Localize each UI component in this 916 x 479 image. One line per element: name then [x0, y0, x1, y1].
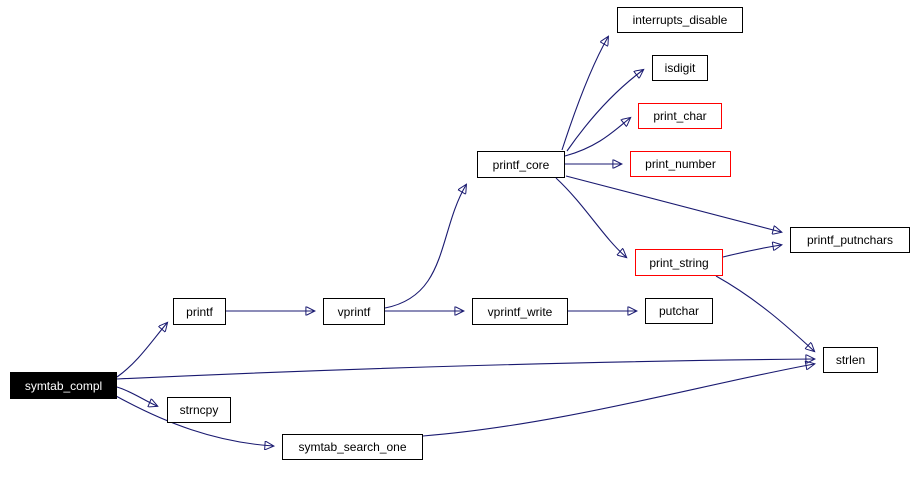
edge-symtab_compl-to-strncpy — [116, 386, 157, 406]
node-label: putchar — [658, 304, 700, 318]
edge-symtab_compl-to-symtab_search_one — [115, 395, 273, 446]
edge-symtab_search_one-to-strlen — [422, 364, 814, 437]
node-print_string[interactable]: print_string — [635, 249, 723, 276]
node-putchar[interactable]: putchar — [645, 298, 713, 324]
edge-printf_core-to-print_char — [564, 118, 630, 157]
node-label: print_char — [653, 109, 707, 123]
node-label: printf_core — [492, 157, 550, 172]
node-print_number[interactable]: print_number — [630, 151, 731, 177]
edge-printf_core-to-interrupts_disable — [561, 37, 608, 151]
node-vprintf_write[interactable]: vprintf_write — [472, 298, 568, 325]
node-label: strncpy — [179, 403, 219, 417]
node-label: symtab_search_one — [298, 440, 407, 454]
node-label: print_string — [649, 255, 709, 270]
node-label: isdigit — [664, 61, 696, 75]
node-interrupts_disable[interactable]: interrupts_disable — [617, 7, 743, 33]
node-label: interrupts_disable — [632, 13, 728, 27]
node-symtab_search_one[interactable]: symtab_search_one — [282, 434, 423, 460]
edge-print_string-to-printf_putnchars — [722, 245, 781, 258]
edge-printf_core-to-printf_putnchars — [565, 175, 781, 232]
node-label: strlen — [835, 353, 866, 367]
node-vprintf[interactable]: vprintf — [323, 298, 385, 325]
edge-printf_core-to-isdigit — [566, 70, 643, 152]
node-label: printf — [186, 304, 213, 319]
node-printf[interactable]: printf — [173, 298, 226, 325]
node-isdigit[interactable]: isdigit — [652, 55, 708, 81]
edge-print_string-to-strlen — [715, 275, 814, 351]
edge-symtab_compl-to-printf — [116, 323, 167, 378]
edge-symtab_compl-to-strlen — [116, 359, 814, 380]
node-strlen[interactable]: strlen — [823, 347, 878, 373]
node-label: printf_putnchars — [806, 233, 894, 247]
edge-printf_core-to-print_string — [555, 177, 626, 257]
node-printf_core[interactable]: printf_core — [477, 151, 565, 178]
edge-vprintf-to-printf_core — [384, 185, 466, 309]
node-print_char[interactable]: print_char — [638, 103, 722, 129]
node-label: vprintf_write — [487, 304, 553, 319]
node-label: print_number — [645, 157, 716, 171]
node-symtab_compl[interactable]: symtab_compl — [10, 372, 117, 399]
node-label: vprintf — [337, 304, 371, 319]
node-printf_putnchars[interactable]: printf_putnchars — [790, 227, 910, 253]
node-strncpy[interactable]: strncpy — [167, 397, 231, 423]
node-label: symtab_compl — [24, 378, 103, 393]
